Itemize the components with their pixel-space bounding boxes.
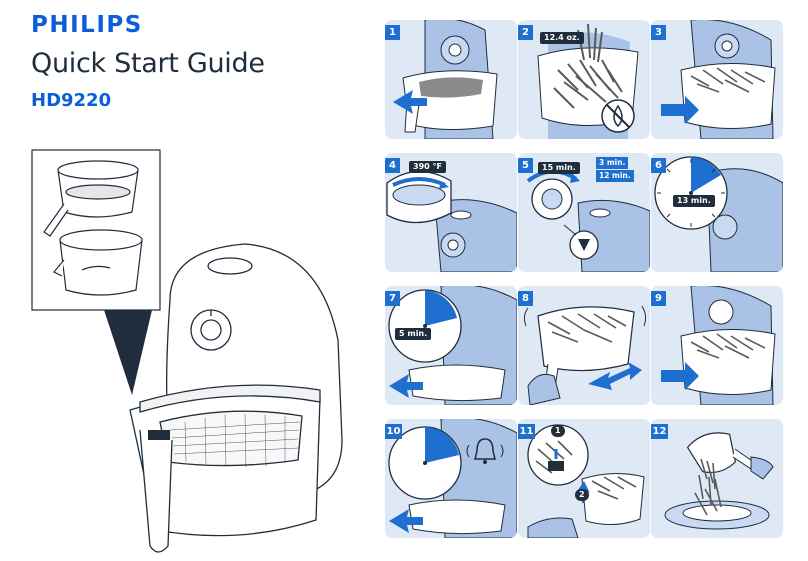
step-1-panel: 1 [385, 20, 517, 139]
page-title: Quick Start Guide [31, 48, 265, 79]
preset-3-min: 3 min. [596, 157, 629, 169]
step-2-panel: 2 12.4 oz. [518, 20, 650, 139]
push-basket-icon [661, 286, 776, 405]
step-number: 2 [518, 25, 533, 40]
timer-label: 15 min. [538, 162, 580, 174]
push-basket-icon [661, 20, 776, 139]
model-number: HD9220 [31, 90, 112, 111]
remaining-time-label: 13 min. [673, 195, 715, 207]
step-number: 3 [651, 25, 666, 40]
step-number: 4 [385, 158, 400, 173]
step-number: 6 [651, 158, 666, 173]
add-fries-illustration [537, 23, 639, 139]
temperature-dial-icon [386, 170, 517, 272]
timer-dial-icon [526, 169, 650, 272]
step-4-panel: 4 390 °F [385, 153, 517, 272]
release-button-icon [527, 424, 645, 538]
step-5-panel: 5 15 min. 3 min. 12 min. [518, 153, 650, 272]
step-number: 7 [385, 291, 400, 306]
step-number: 1 [385, 25, 400, 40]
step-11-panel: 11 1 2 [518, 419, 650, 538]
inset-basket-box [31, 149, 161, 311]
bell-icon [388, 419, 517, 538]
serve-fries-icon [664, 432, 774, 530]
step-number: 9 [651, 291, 666, 306]
temperature-label: 390 °F [409, 161, 446, 173]
timer-clock-icon [654, 156, 783, 272]
pull-basket-icon [393, 20, 498, 139]
airfryer-illustration [31, 149, 343, 553]
step-3-panel: 3 [651, 20, 783, 139]
inset-pointer [104, 310, 152, 395]
timer-clock-icon [388, 286, 517, 405]
step-number: 8 [518, 291, 533, 306]
step-marker-1: 1 [551, 425, 565, 437]
step-number: 11 [518, 424, 535, 439]
brand-logo: PHILIPS [31, 12, 143, 38]
step-marker-2: 2 [575, 489, 589, 501]
step-6-panel: 6 13 min. [651, 153, 783, 272]
step-number: 12 [651, 424, 668, 439]
step-7-panel: 7 5 min. [385, 286, 517, 405]
step-number: 5 [518, 158, 533, 173]
preset-12-min: 12 min. [596, 170, 634, 182]
step-10-panel: 10 [385, 419, 517, 538]
step-number: 10 [385, 424, 402, 439]
remaining-time-label: 5 min. [395, 328, 432, 340]
step-8-panel: 8 [518, 286, 650, 405]
weight-label: 12.4 oz. [540, 32, 584, 44]
step-9-panel: 9 [651, 286, 783, 405]
shake-basket-icon [523, 305, 647, 405]
step-12-panel: 12 [651, 419, 783, 538]
